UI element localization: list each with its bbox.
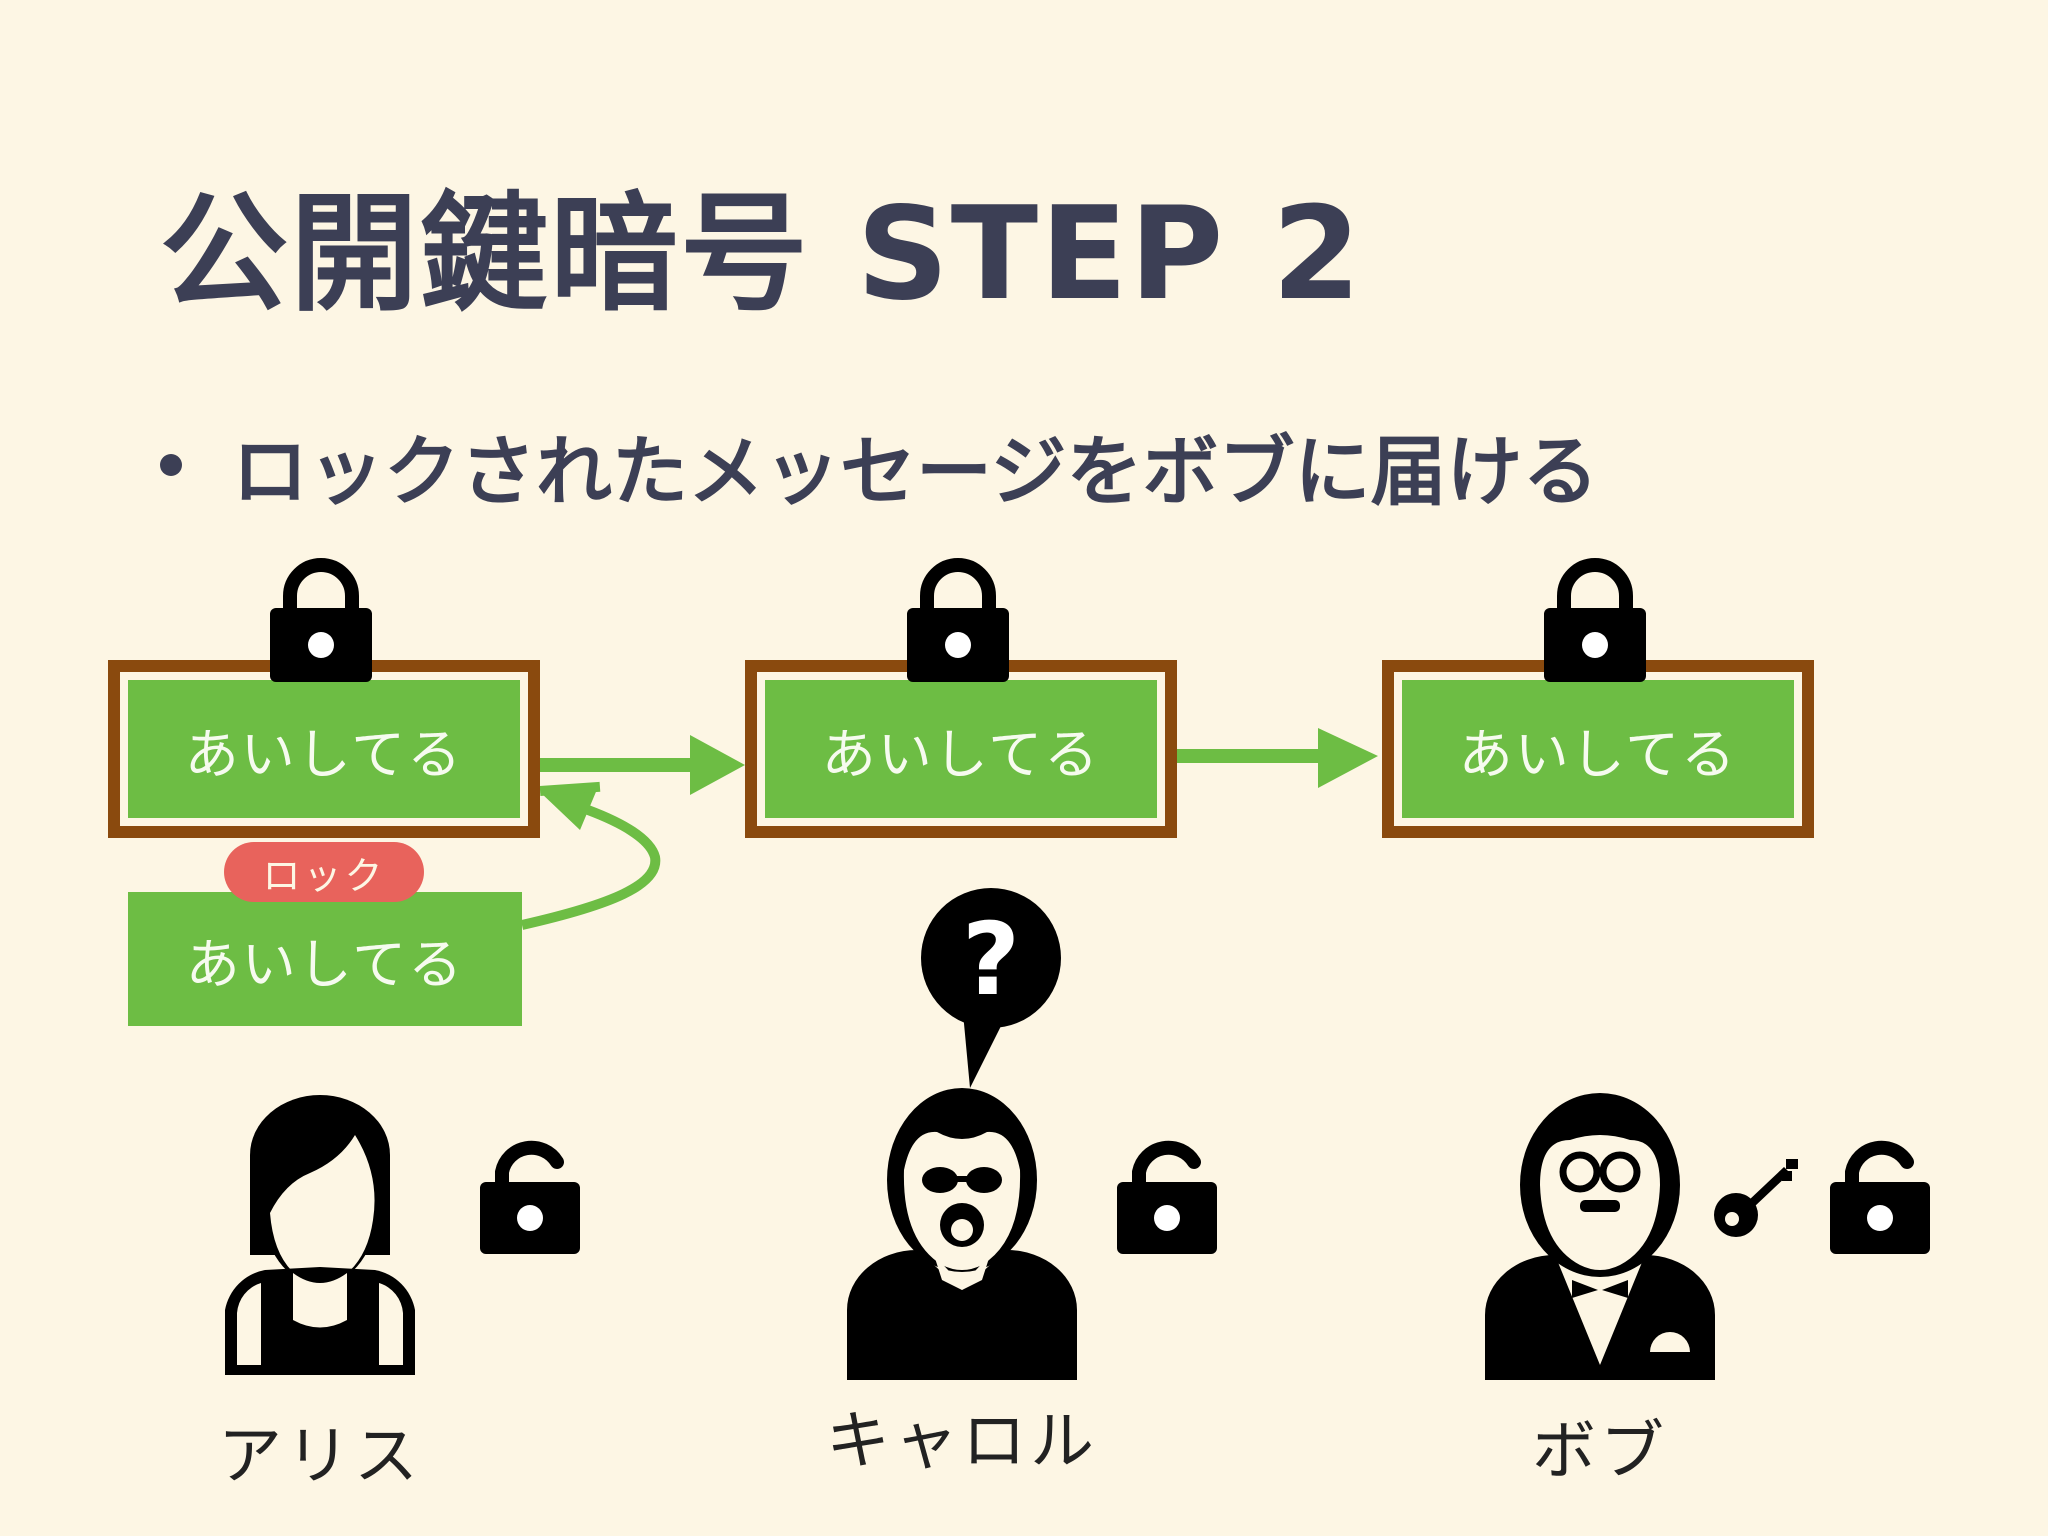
person-icon-carol <box>847 1088 1077 1380</box>
plain-message: あいしてる <box>128 892 522 1026</box>
locked-box-bob-text: あいしてる <box>1394 672 1802 826</box>
padlock-closed-icon <box>907 558 1009 682</box>
padlock-open-icon <box>1117 1140 1217 1254</box>
lock-label-pill: ロック <box>224 842 424 902</box>
key-icon <box>1714 1159 1798 1237</box>
person-name-carol: キャロル <box>826 1405 1098 1479</box>
locked-box-bob: あいしてる <box>1382 660 1814 838</box>
padlock-closed-icon <box>270 558 372 682</box>
padlock-open-icon <box>1830 1140 1930 1254</box>
slide-title: 公開鍵暗号 STEP 2 <box>160 180 1363 329</box>
question-mark: ? <box>962 901 1020 1018</box>
locked-box-carol: あいしてる <box>745 660 1177 838</box>
locked-box-carol-text: あいしてる <box>757 672 1165 826</box>
locked-box-alice: あいしてる <box>108 660 540 838</box>
question-bubble-icon: ? <box>921 888 1061 1088</box>
arrow-lock-curve <box>520 781 661 930</box>
locked-box-alice-text: あいしてる <box>120 672 528 826</box>
arrow-carol-to-bob <box>1176 728 1378 788</box>
bullet-dot <box>160 454 182 476</box>
arrow-alice-to-carol <box>538 735 745 795</box>
padlock-open-icon <box>480 1140 580 1254</box>
bullet-point: ロックされたメッセージをボブに届ける <box>160 410 1598 520</box>
person-icon-bob <box>1485 1093 1715 1380</box>
person-name-bob: ボブ <box>1532 1415 1668 1489</box>
person-name-alice: アリス <box>218 1420 422 1494</box>
person-icon-alice <box>225 1095 415 1375</box>
padlock-closed-icon <box>1544 558 1646 682</box>
bullet-text: ロックされたメッセージをボブに届ける <box>232 427 1599 516</box>
